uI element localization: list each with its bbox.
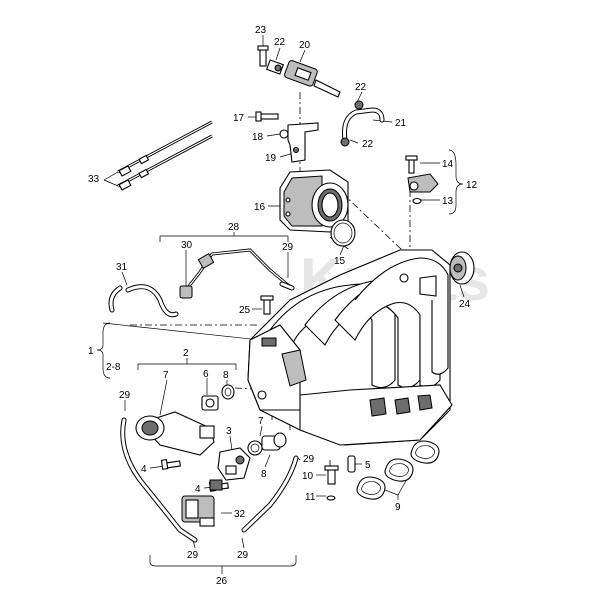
- callout-2-8: 2-8: [106, 362, 121, 373]
- callout-29: 29: [303, 454, 315, 465]
- callout-11: 11: [305, 492, 316, 503]
- callout-19: 19: [265, 153, 277, 164]
- callout-1: 1: [88, 346, 94, 357]
- cap-24: [449, 251, 475, 285]
- actuator-7: [135, 411, 215, 456]
- callout-15: 15: [334, 256, 346, 267]
- vacuum-line-28: [108, 248, 295, 318]
- hose-26: [120, 417, 299, 543]
- callout-22: 22: [274, 37, 286, 48]
- switch-3: [217, 447, 251, 481]
- callout-10: 10: [302, 471, 314, 482]
- leader-lines: [96, 35, 465, 574]
- throttle-body-16: [279, 169, 349, 233]
- callout-17: 17: [233, 113, 245, 124]
- callouts: 23 22 20 22 21 22 17 18 19 14 12 13 16 1…: [88, 25, 478, 587]
- callout-22: 22: [355, 82, 367, 93]
- callout-28: 28: [228, 222, 240, 233]
- callout-7: 7: [258, 416, 264, 427]
- callout-14: 14: [442, 159, 454, 170]
- callout-4: 4: [141, 464, 147, 475]
- gasket-15: [330, 219, 356, 247]
- hose-21: [340, 100, 385, 147]
- callout-29: 29: [237, 550, 249, 561]
- callout-33: 33: [88, 174, 100, 185]
- callout-8: 8: [261, 469, 267, 480]
- callout-6: 6: [203, 369, 209, 380]
- callout-8: 8: [223, 370, 229, 381]
- callout-13: 13: [442, 196, 454, 207]
- sensor-14: [405, 155, 439, 205]
- callout-29: 29: [282, 242, 294, 253]
- bolt-10: [324, 465, 339, 501]
- callout-23: 23: [255, 25, 267, 36]
- callout-29: 29: [187, 550, 199, 561]
- bracket-19: [255, 111, 319, 163]
- callout-22: 22: [362, 139, 374, 150]
- callout-26: 26: [216, 576, 228, 587]
- callout-12: 12: [466, 180, 478, 191]
- callout-9: 9: [395, 502, 401, 513]
- callout-30: 30: [181, 240, 193, 251]
- screw-4a: [160, 459, 181, 470]
- callout-24: 24: [459, 299, 471, 310]
- cable-33: [117, 120, 213, 191]
- gaskets-9: [356, 440, 440, 500]
- bolt-23: [257, 45, 269, 67]
- callout-25: 25: [239, 305, 251, 316]
- fitting-6: [201, 384, 235, 411]
- callout-32: 32: [234, 509, 246, 520]
- callout-7: 7: [163, 370, 169, 381]
- callout-20: 20: [299, 40, 311, 51]
- callout-16: 16: [254, 202, 266, 213]
- fitting-7b: [247, 432, 287, 456]
- stud-5: [347, 455, 356, 473]
- callout-4: 4: [195, 484, 201, 495]
- callout-3: 3: [226, 426, 232, 437]
- valve-20: [266, 59, 341, 98]
- callout-29: 29: [119, 390, 131, 401]
- callout-5: 5: [365, 460, 371, 471]
- callout-21: 21: [395, 118, 407, 129]
- intake-manifold-1: [247, 249, 453, 446]
- callout-18: 18: [252, 132, 264, 143]
- callout-2: 2: [183, 348, 189, 359]
- callout-31: 31: [116, 262, 128, 273]
- valve-32: [181, 479, 223, 527]
- bolt-25: [260, 295, 274, 315]
